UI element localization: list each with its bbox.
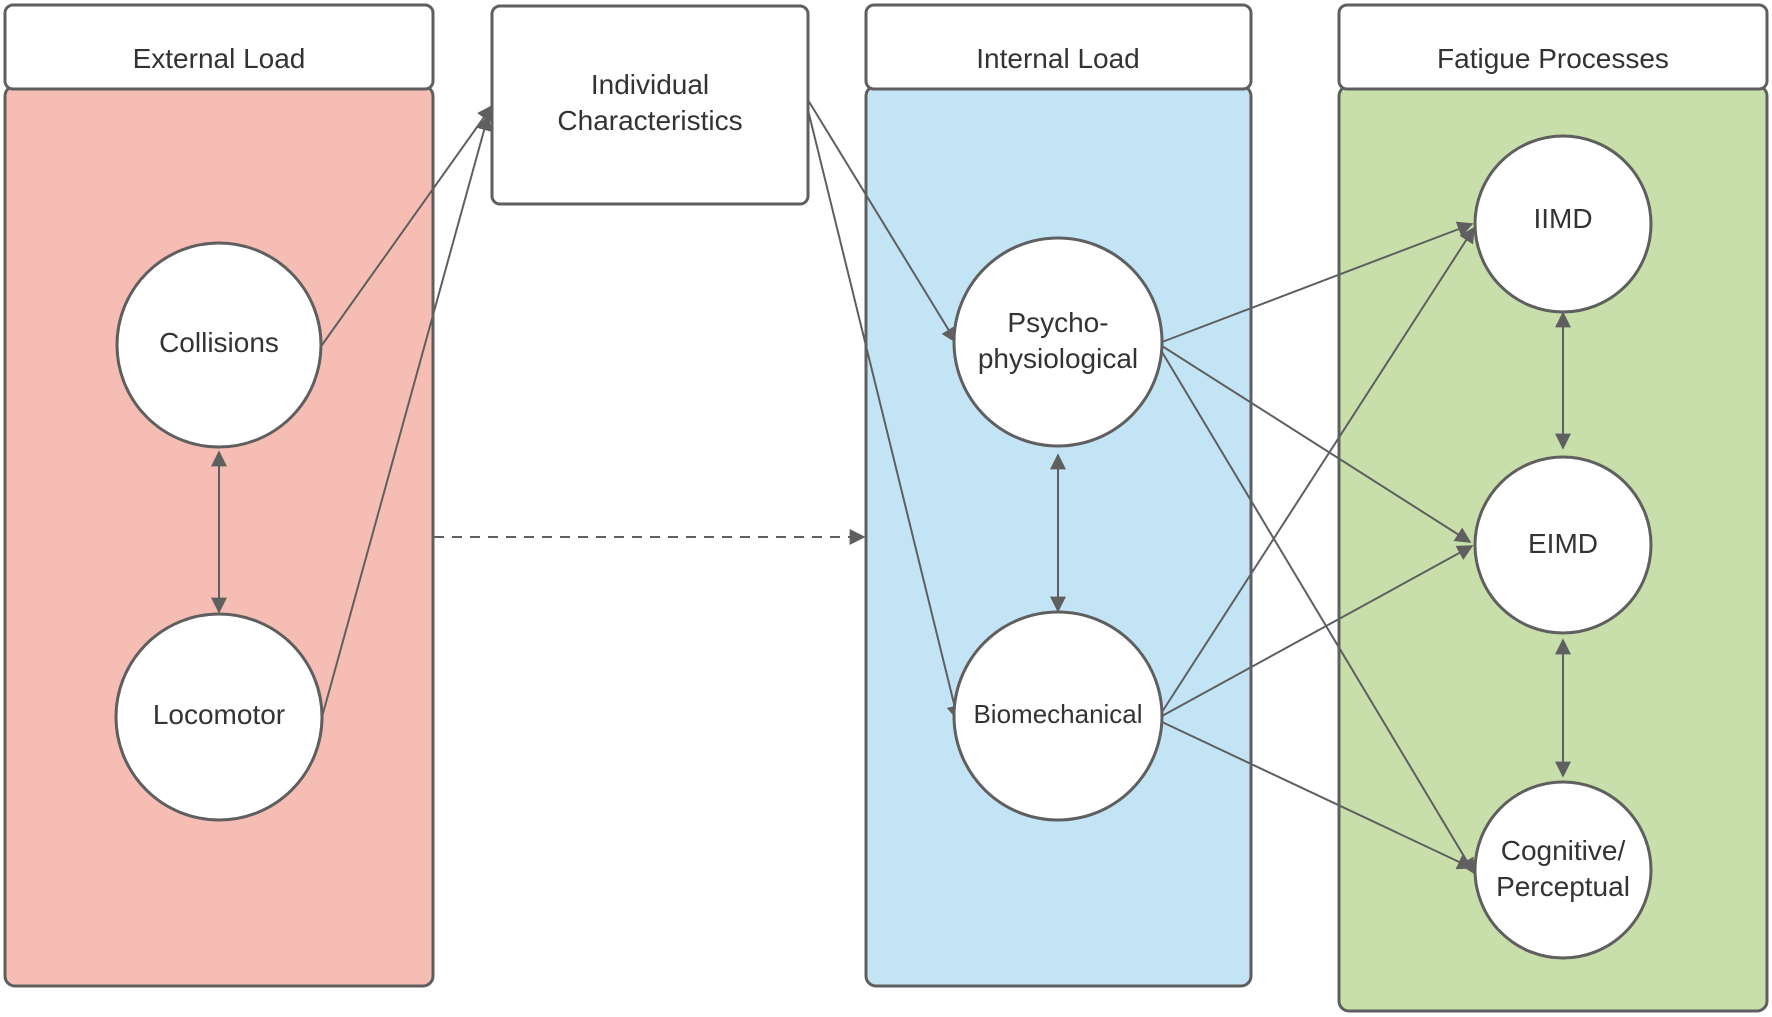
iimd-label: IIMD: [1533, 203, 1592, 234]
locomotor-node: Locomotor: [114, 612, 324, 822]
internal-load-header: [864, 3, 1253, 91]
cognitive-perceptual-circle: [1473, 780, 1653, 960]
eimd-circle: [1473, 455, 1653, 635]
internal-load-title: Internal Load: [976, 43, 1139, 74]
individual-characteristics-box: Individual Characteristics: [490, 4, 810, 206]
biomechanical-label: Biomechanical: [973, 699, 1142, 729]
individual-to-psycho-arrow: [807, 99, 957, 344]
collisions-node: Collisions: [115, 241, 323, 449]
biomechanical-to-cognitive-arrow: [1161, 721, 1474, 870]
biomechanical-to-iimd-arrow: [1161, 226, 1475, 713]
psycho-label-line2: physiological: [978, 343, 1138, 374]
locomotor-label: Locomotor: [153, 699, 285, 730]
iimd-node: IIMD: [1473, 134, 1653, 314]
collisions-label: Collisions: [159, 327, 279, 358]
eimd-node: EIMD: [1473, 455, 1653, 635]
collisions-circle: [115, 241, 323, 449]
psycho-label-line1: Psycho-: [1007, 307, 1108, 338]
external-load-title: External Load: [133, 43, 306, 74]
individual-to-biomechanical-arrow: [807, 109, 963, 722]
psycho-physiological-circle: [952, 236, 1164, 448]
collisions-to-individual-arrow: [321, 104, 493, 346]
biomechanical-to-eimd-arrow: [1161, 545, 1474, 717]
connectors: [211, 99, 1571, 875]
cognitive-label-line1: Cognitive/: [1501, 835, 1626, 866]
psycho-to-iimd-arrow: [1161, 221, 1474, 343]
psycho-to-cognitive-arrow: [1161, 351, 1475, 875]
fatigue-processes-header: [1337, 3, 1769, 91]
iimd-circle: [1473, 134, 1653, 314]
individual-label-line2: Characteristics: [557, 105, 742, 136]
cognitive-label-line2: Perceptual: [1496, 871, 1630, 902]
psycho-to-eimd-arrow: [1161, 345, 1472, 543]
external-load-header: [3, 3, 435, 91]
biomechanical-node: Biomechanical: [952, 610, 1164, 822]
psycho-physiological-node: Psycho- physiological: [952, 236, 1164, 448]
locomotor-to-individual-arrow: [321, 114, 492, 718]
fatigue-processes-title: Fatigue Processes: [1437, 43, 1669, 74]
cognitive-perceptual-node: Cognitive/ Perceptual: [1473, 780, 1653, 960]
biomechanical-circle: [952, 610, 1164, 822]
individual-label-line1: Individual: [591, 69, 709, 100]
eimd-label: EIMD: [1528, 528, 1598, 559]
locomotor-circle: [114, 612, 324, 822]
